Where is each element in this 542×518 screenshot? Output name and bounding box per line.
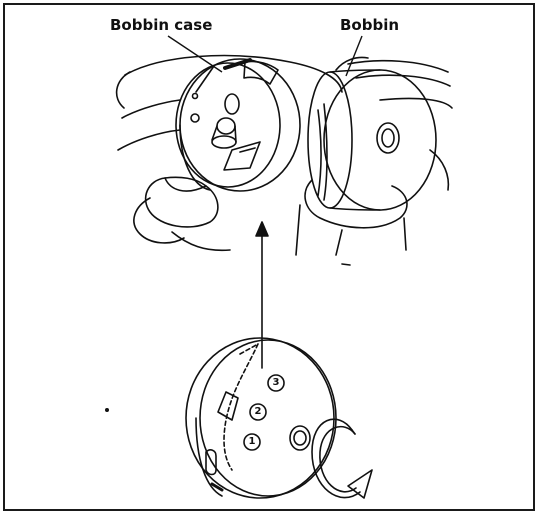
bobbin-case-leader (168, 36, 222, 72)
bobbin-leader (346, 36, 362, 76)
